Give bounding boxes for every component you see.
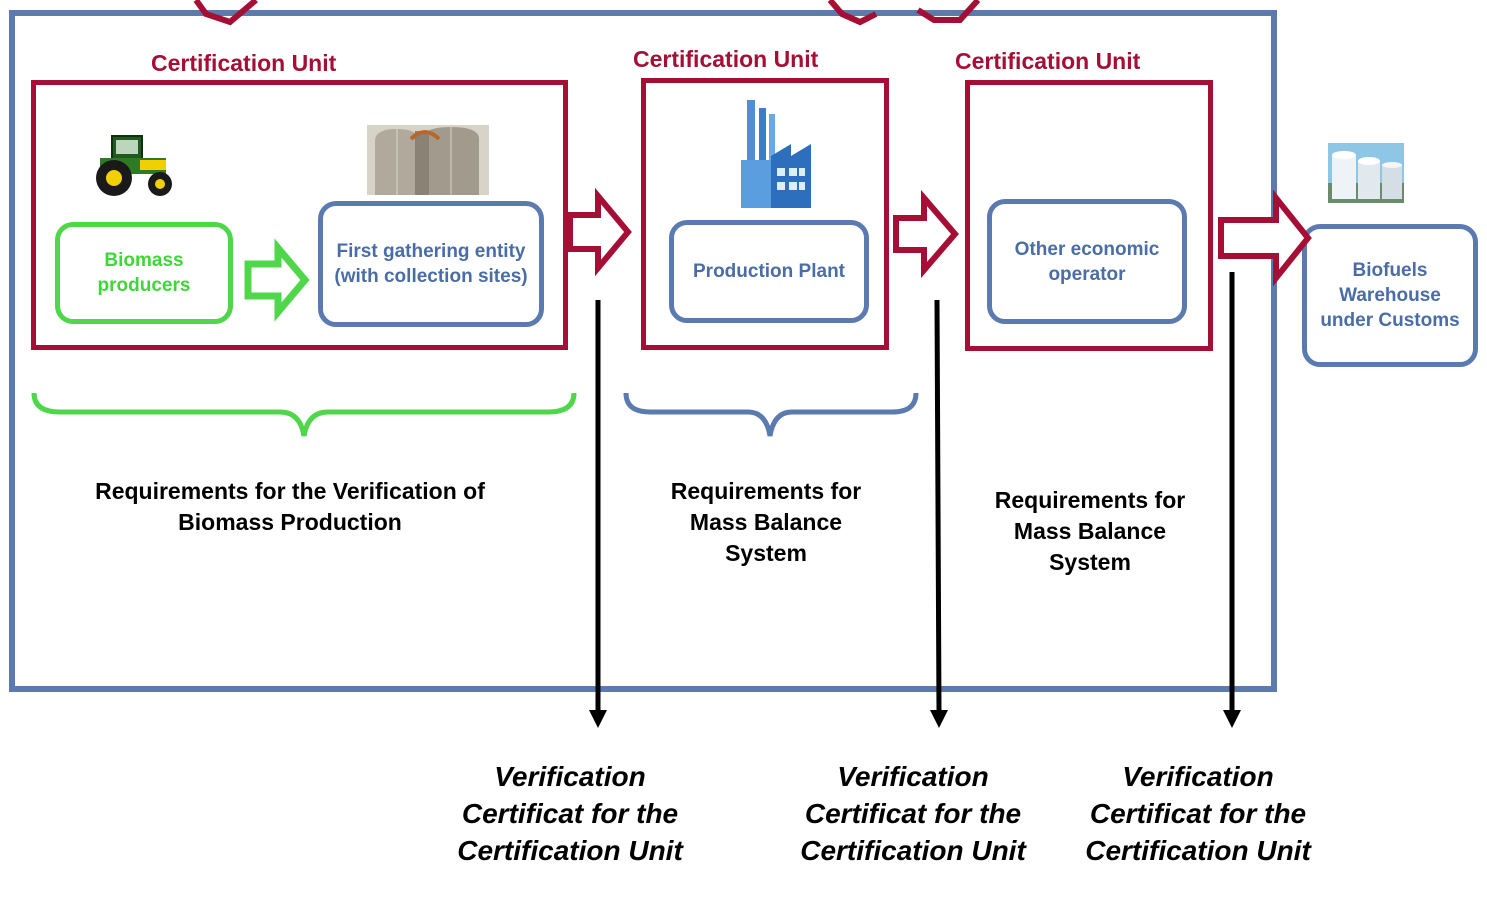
certification-unit-label-1: Certification Unit (151, 50, 337, 76)
certificate-3: Verification Certificat for the Certific… (1085, 761, 1311, 866)
production-plant-node: Production Plant (669, 220, 869, 323)
certification-unit-box-2 (641, 78, 889, 350)
green-flow-arrow (244, 238, 310, 322)
silo-icon (367, 125, 489, 195)
flow-arrow-3 (1218, 189, 1312, 287)
flow-arrow-1 (567, 187, 632, 277)
factory-icon (737, 100, 815, 210)
down-arrow-3-head (1223, 710, 1241, 728)
certificate-1: Verification Certificat for the Certific… (457, 761, 683, 866)
other-operator-node: Other economic operator (987, 199, 1187, 324)
flow-arrow-2 (893, 189, 959, 279)
green-brace (31, 392, 577, 437)
top-partial-arrow-1 (193, 0, 258, 26)
down-arrow-2-shaft (934, 299, 942, 713)
top-partial-arrow-3 (916, 0, 981, 23)
requirements-mass-balance-2: Requirements for Mass Balance System (994, 487, 1186, 575)
certification-unit-box-3 (965, 80, 1213, 351)
tractor-icon (90, 130, 180, 198)
top-partial-arrow-2 (827, 0, 878, 26)
requirements-mass-balance-1: Requirements for Mass Balance System (670, 478, 862, 566)
first-gathering-node: First gathering entity (with collection … (318, 201, 544, 327)
biomass-producers-node: Biomass producers (55, 222, 233, 324)
down-arrow-2-head (930, 710, 948, 728)
scope-frame (9, 10, 1277, 692)
requirements-biomass: Requirements for the Verification of Bio… (95, 478, 485, 535)
certification-unit-box-1 (31, 80, 568, 350)
storage-tanks-icon (1328, 143, 1404, 203)
certificate-2: Verification Certificat for the Certific… (800, 761, 1026, 866)
certification-unit-label-2: Certification Unit (633, 46, 819, 72)
blue-brace (623, 392, 919, 437)
certification-unit-label-3: Certification Unit (955, 48, 1141, 74)
warehouse-node: Biofuels Warehouse under Customs (1302, 224, 1478, 367)
down-arrow-1-head (589, 710, 607, 728)
